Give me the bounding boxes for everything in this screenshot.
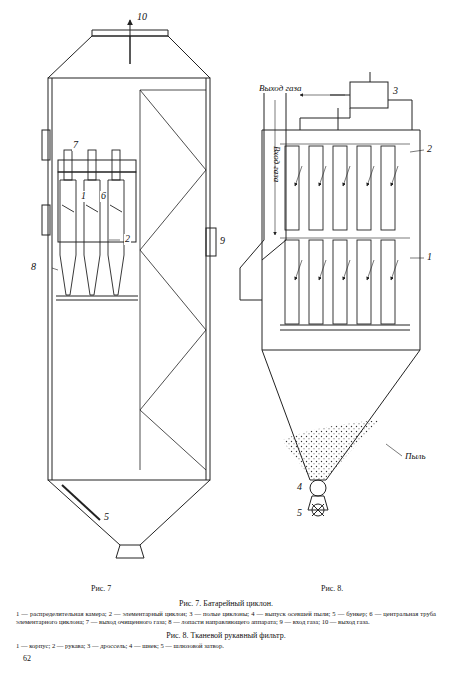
battery-cyclone: [42, 20, 216, 558]
caption-legend: 1 — корпус; 2 — рукава; 3 — дроссель; 4 …: [15, 642, 437, 650]
text-label: Выход газа: [258, 84, 303, 93]
callout-number: 3: [392, 86, 399, 97]
callout-number: 9: [219, 236, 226, 247]
callout-number: 1: [426, 252, 433, 263]
text-label: Пыль: [404, 452, 427, 461]
text-label: Рис. 7: [90, 585, 112, 593]
caption-legend: 1 — распределительная камера; 2 — элемен…: [15, 610, 437, 625]
callout-number: 8: [30, 262, 37, 273]
callout-number: 1: [80, 191, 87, 202]
callout-number: 4: [296, 482, 303, 493]
callout-number: 10: [136, 12, 148, 23]
callout-number: 2: [426, 144, 433, 155]
callout-number: 5: [296, 508, 303, 519]
bag-filter: [240, 70, 424, 516]
callout-number: 7: [72, 140, 79, 151]
text-label: 62: [22, 655, 32, 663]
text-label: Вход газа: [272, 145, 281, 183]
callout-number: 2: [124, 234, 131, 245]
text-label: Рис. 8. Тканевой рукавный фильтр.: [15, 632, 437, 640]
callout-number: 5: [103, 512, 110, 523]
callout-number: 6: [100, 191, 107, 202]
text-label: Рис. 8.: [320, 585, 344, 593]
text-label: Рис. 7. Батарейный циклон.: [15, 600, 437, 608]
